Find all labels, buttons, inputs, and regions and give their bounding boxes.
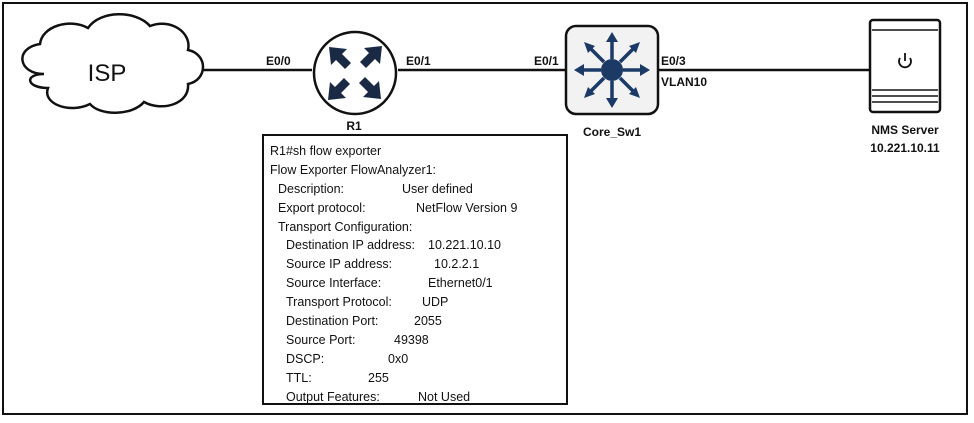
cli-value: NetFlow Version 9 (416, 200, 518, 215)
cli-key: Output Features: (286, 389, 380, 404)
cli-ttl: TTL: 255 (270, 369, 566, 388)
cli-dest-port: Destination Port: 2055 (270, 312, 566, 331)
cli-src-ip: Source IP address: 10.2.2.1 (270, 255, 566, 274)
r1-label: R1 (346, 119, 362, 133)
port-label-r1-e00: E0/0 (266, 54, 291, 68)
cli-key: Destination IP address: (286, 238, 416, 253)
cli-output-box: R1#sh flow exporter Flow Exporter FlowAn… (262, 134, 568, 405)
cli-output-features: Output Features: Not Used (270, 388, 566, 407)
cli-key: Source Interface: (286, 276, 382, 291)
cli-key: TTL: (286, 370, 312, 385)
cli-value: 0x0 (388, 351, 409, 366)
vlan-label: VLAN10 (661, 75, 707, 89)
router-icon (312, 30, 398, 116)
cli-value: 10.221.10.10 (428, 238, 501, 253)
network-diagram: ISP R1 (2, 2, 968, 415)
port-label-r1-e01: E0/1 (406, 54, 431, 68)
isp-label: ISP (88, 60, 127, 87)
cli-key: Export protocol: (278, 200, 366, 215)
cli-value: 10.2.2.1 (434, 257, 480, 272)
cli-dscp: DSCP: 0x0 (270, 350, 566, 369)
cli-key: Source IP address: (286, 257, 393, 272)
port-label-sw-e01: E0/1 (534, 54, 559, 68)
cli-value: Not Used (418, 389, 471, 404)
nms-ip-label: 10.221.10.11 (870, 141, 940, 155)
cli-key: Transport Protocol: (286, 295, 392, 310)
cli-src-port: Source Port: 49398 (270, 331, 566, 350)
cli-key: Transport Configuration: (278, 219, 413, 234)
cli-description: Description: User defined (270, 180, 566, 199)
cli-transport-proto: Transport Protocol: UDP (270, 293, 566, 312)
cli-prompt-text: R1#sh flow exporter (270, 144, 382, 158)
cli-value: UDP (422, 295, 449, 310)
multilayer-switch-icon (564, 24, 660, 116)
port-label-sw-e03: E0/3 (661, 54, 686, 68)
cli-header: Flow Exporter FlowAnalyzer1: (270, 161, 566, 180)
cli-prompt: R1#sh flow exporter (270, 142, 566, 161)
server-icon (868, 18, 942, 114)
cli-key: Description: (278, 181, 344, 196)
cli-src-intf: Source Interface: Ethernet0/1 (270, 274, 566, 293)
cli-export-protocol: Export protocol: NetFlow Version 9 (270, 199, 566, 218)
topology-svg: ISP R1 (21, 13, 942, 155)
cli-value: 2055 (414, 314, 442, 329)
nms-label: NMS Server (871, 123, 939, 137)
cloud-icon (21, 13, 205, 114)
power-icon (898, 53, 912, 69)
cli-value: 49398 (394, 332, 429, 347)
cli-key: Destination Port: (286, 314, 379, 329)
cli-key: DSCP: (286, 351, 325, 366)
cli-header-text: Flow Exporter FlowAnalyzer1: (270, 162, 437, 177)
core-sw-label: Core_Sw1 (583, 125, 641, 139)
cli-value: 255 (368, 370, 389, 385)
cli-key: Source Port: (286, 332, 356, 347)
cli-value: User defined (402, 181, 473, 196)
cli-value: Ethernet0/1 (428, 276, 493, 291)
cli-transport-config: Transport Configuration: (270, 218, 566, 237)
cli-dest-ip: Destination IP address: 10.221.10.10 (270, 236, 566, 255)
